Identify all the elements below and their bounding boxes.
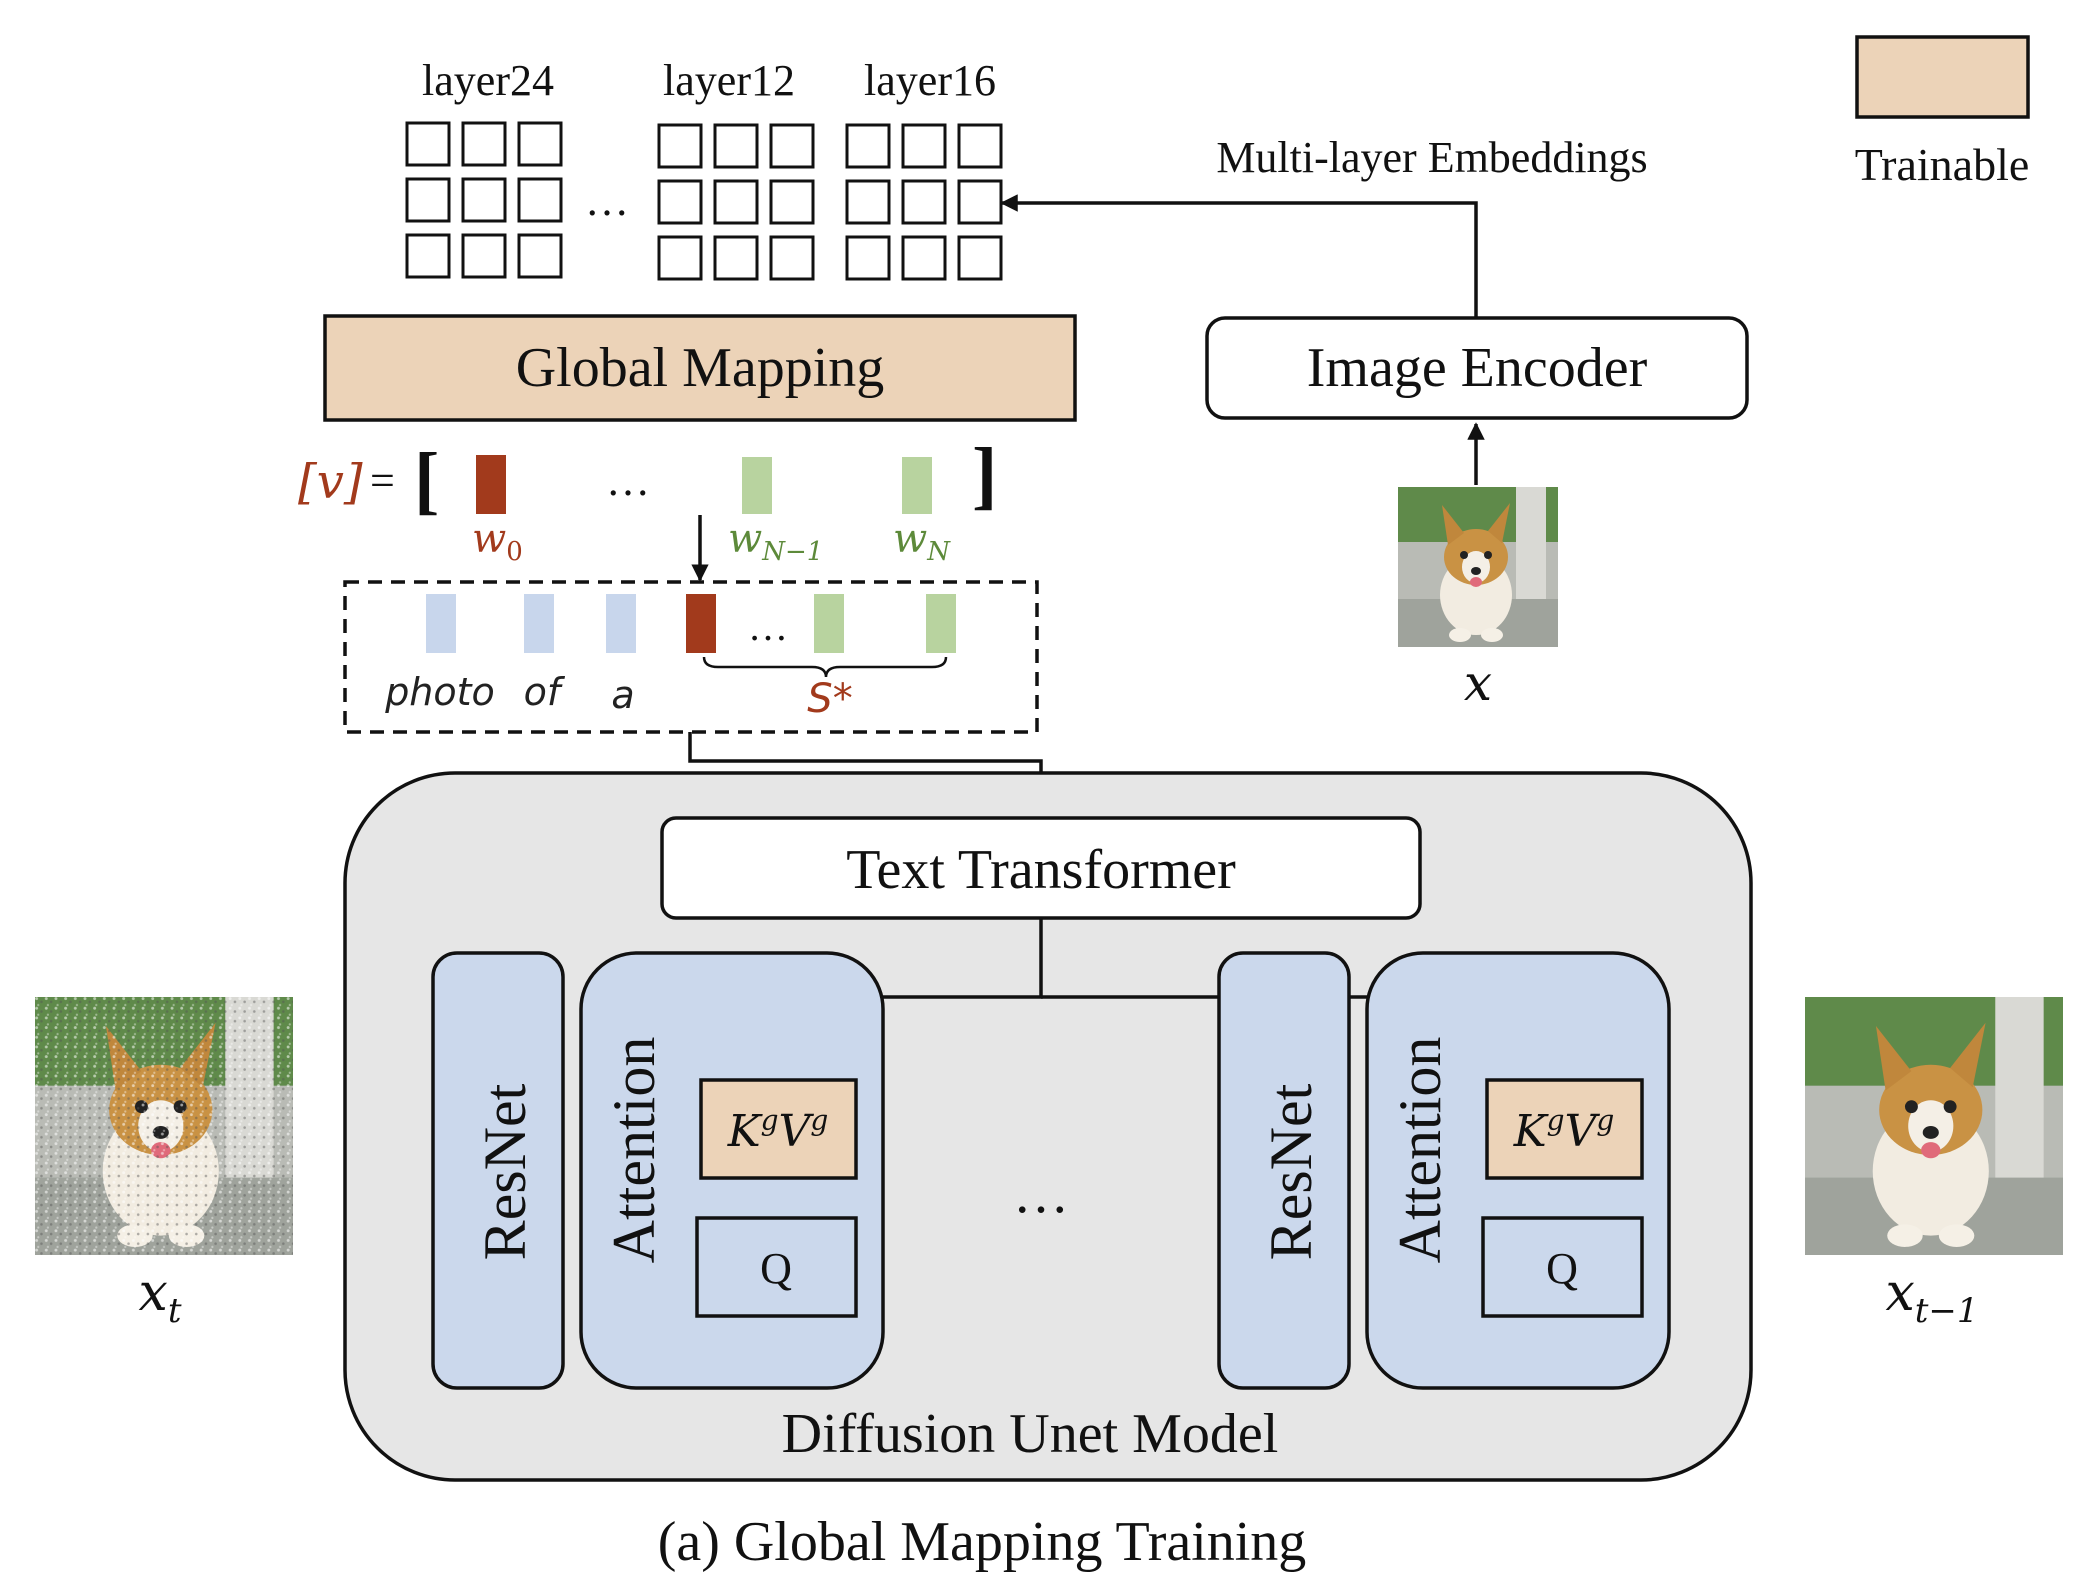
image-encoder-block (1205, 316, 1749, 420)
layer-grid-layer24 (405, 121, 563, 279)
resnet-label: ResNet (1258, 1083, 1324, 1260)
v-close-bracket: ] (972, 433, 997, 517)
token-wN-label: wN (893, 516, 951, 567)
layer-label: layer12 (663, 56, 795, 105)
blocks-ellipsis: … (1013, 1163, 1069, 1225)
attention-label: Attention (601, 1037, 667, 1264)
placeholder-token-label: S* (807, 676, 852, 722)
global-mapping-block (323, 314, 1077, 422)
placeholder-brace (702, 656, 948, 678)
q-label: Q (1546, 1244, 1578, 1293)
embeddings-arrow (1000, 194, 1478, 318)
resnet-block (431, 951, 565, 1390)
kv-block (1485, 1078, 1644, 1180)
multi-layer-embeddings-label: Multi-layer Embeddings (1216, 133, 1647, 182)
text-transformer-label: Text Transformer (846, 839, 1236, 901)
token-wN-1-label: wN−1 (728, 516, 823, 567)
denoised-image-xt-1 (1805, 997, 2063, 1255)
layer-grid-layer16 (845, 123, 1003, 281)
kv-label: KgVg (1513, 1104, 1615, 1157)
prompt-token-green-2 (926, 594, 956, 653)
prompt-token-placeholder (686, 594, 716, 653)
prompt-word: of (524, 670, 566, 714)
token-w0 (476, 455, 506, 514)
noisy-image-xt (35, 997, 293, 1255)
prompt-word: a (611, 673, 634, 717)
kv-block (699, 1078, 858, 1180)
layer-label: layer24 (422, 56, 554, 105)
input-image-x (1398, 487, 1558, 647)
prompt-word: photo (384, 670, 495, 714)
input-image-label: x (1464, 654, 1492, 712)
trainable-legend-label: Trainable (1855, 139, 2030, 190)
layer-grid-layer12 (657, 123, 815, 281)
q-label: Q (760, 1244, 792, 1293)
prompt-token-photo (426, 594, 456, 653)
kv-label: KgVg (727, 1104, 829, 1157)
attention-label: Attention (1387, 1037, 1453, 1264)
token-wN-1 (742, 457, 772, 514)
token-wN (902, 457, 932, 514)
resnet-block (1217, 951, 1351, 1390)
noisy-image-label: xt (139, 1263, 182, 1331)
trainable-legend-swatch (1855, 35, 2030, 119)
prompt-token-of (524, 594, 554, 653)
denoised-image-label: xt−1 (1885, 1263, 1978, 1331)
v-equals: = (370, 456, 395, 505)
q-block (1481, 1216, 1644, 1318)
prompt-box (343, 580, 1039, 734)
prompt-token-a (606, 594, 636, 653)
v-ellipsis: … (606, 456, 650, 505)
layers-ellipsis: … (585, 176, 629, 225)
v-symbol: [v] (298, 454, 363, 510)
resnet-label: ResNet (472, 1083, 538, 1260)
figure-caption: (a) Global Mapping Training (658, 1511, 1307, 1573)
prompt-ellipsis: … (748, 604, 788, 649)
q-block (695, 1216, 858, 1318)
image-encoder-label: Image Encoder (1307, 337, 1648, 399)
global-mapping-label: Global Mapping (516, 337, 885, 399)
prompt-token-green-1 (814, 594, 844, 653)
v-open-bracket: [ (414, 438, 439, 522)
layer-label: layer16 (864, 56, 996, 105)
token-w0-label: w0 (472, 516, 523, 567)
diffusion-unet-label: Diffusion Unet Model (782, 1403, 1279, 1465)
